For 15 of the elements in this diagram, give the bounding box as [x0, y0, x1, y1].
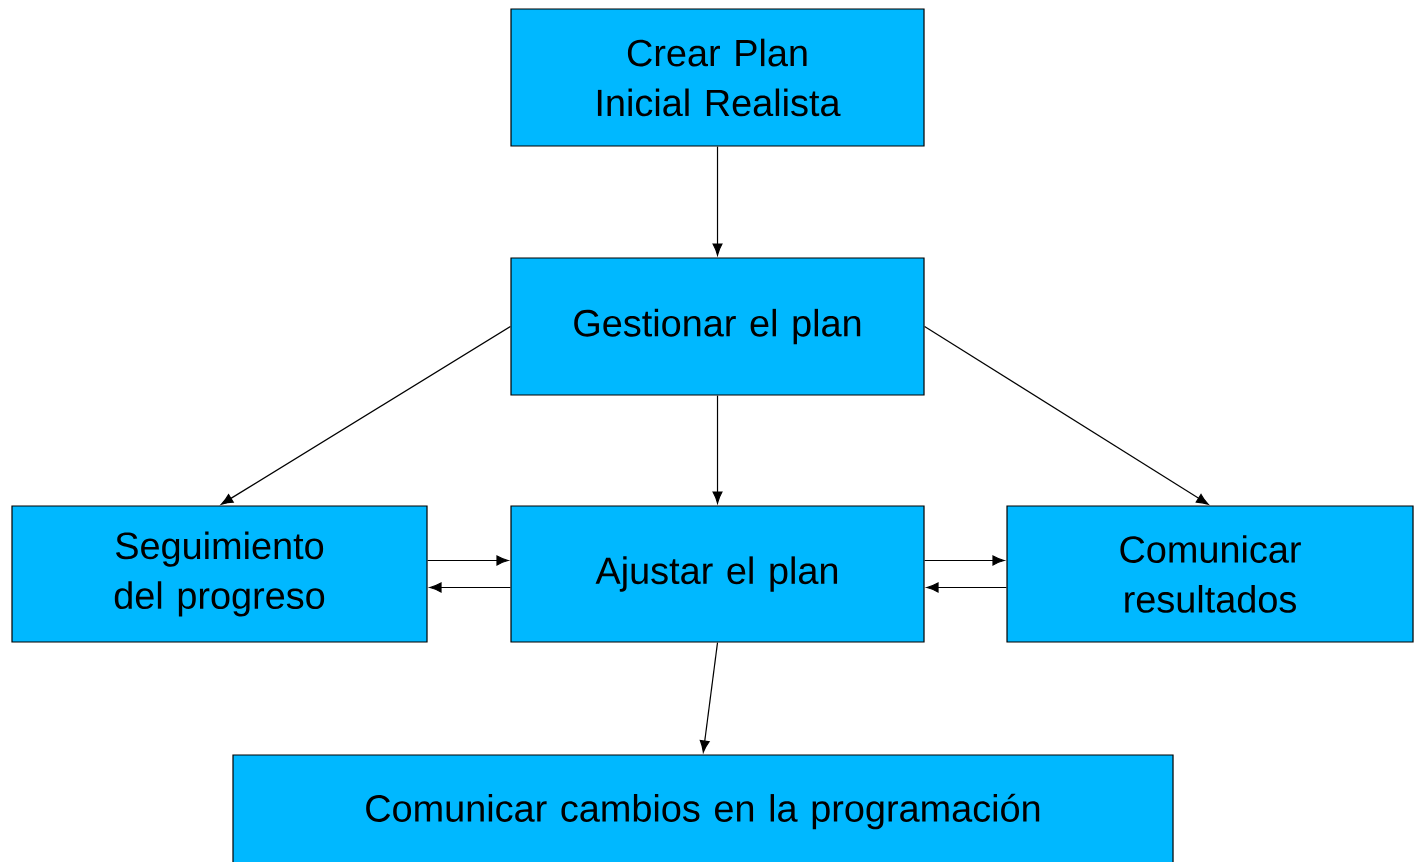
process-box: Crear Plan Inicial Realista [510, 8, 925, 147]
process-box: Comunicar cambios en la programación [232, 754, 1174, 862]
process-box: Comunicar resultados [1006, 505, 1414, 643]
process-box: Ajustar el plan [510, 505, 925, 643]
arrow [429, 582, 511, 593]
process-box: Gestionar el plan [510, 257, 925, 396]
arrow [926, 582, 1007, 593]
arrow [220, 325, 511, 505]
arrow [699, 642, 719, 753]
arrow [924, 555, 1005, 566]
process-box: Seguimiento del progreso [11, 505, 428, 643]
arrow [712, 395, 723, 504]
arrow [712, 146, 723, 256]
arrow [924, 325, 1209, 505]
arrow [427, 555, 509, 566]
